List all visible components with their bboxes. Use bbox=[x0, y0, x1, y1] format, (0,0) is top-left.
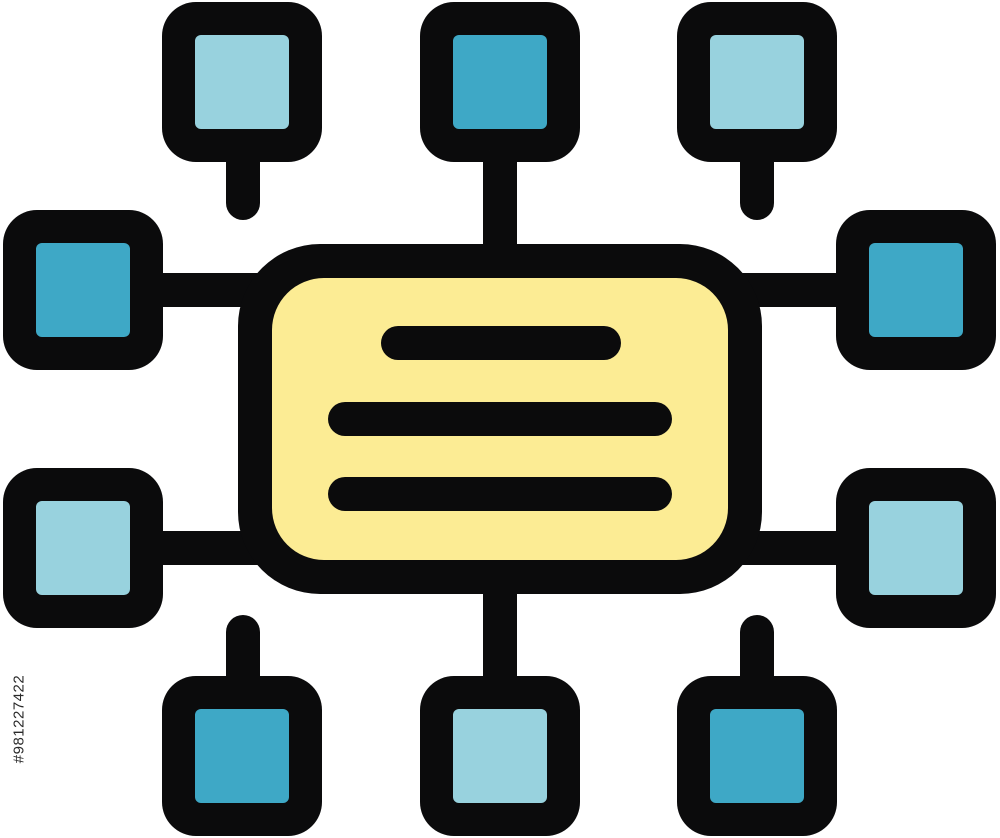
stock-id-watermark: #981227422 bbox=[10, 674, 28, 764]
node-top-left bbox=[162, 2, 322, 162]
node-fill bbox=[710, 709, 804, 803]
node-fill bbox=[869, 501, 963, 595]
node-group bbox=[3, 2, 996, 836]
node-fill bbox=[453, 35, 547, 129]
node-fill bbox=[195, 709, 289, 803]
node-top-center bbox=[420, 2, 580, 162]
node-fill bbox=[453, 709, 547, 803]
node-fill bbox=[869, 243, 963, 337]
node-fill bbox=[710, 35, 804, 129]
node-bottom-right bbox=[677, 676, 837, 836]
node-top-right bbox=[677, 2, 837, 162]
node-fill bbox=[195, 35, 289, 129]
node-fill bbox=[36, 243, 130, 337]
node-bottom-left bbox=[162, 676, 322, 836]
node-mid-right-upper bbox=[836, 210, 996, 370]
node-mid-right-lower bbox=[836, 468, 996, 628]
central-hub bbox=[238, 244, 762, 594]
node-mid-left-upper bbox=[3, 210, 163, 370]
node-fill bbox=[36, 501, 130, 595]
node-mid-left-lower bbox=[3, 468, 163, 628]
node-bottom-center bbox=[420, 676, 580, 836]
